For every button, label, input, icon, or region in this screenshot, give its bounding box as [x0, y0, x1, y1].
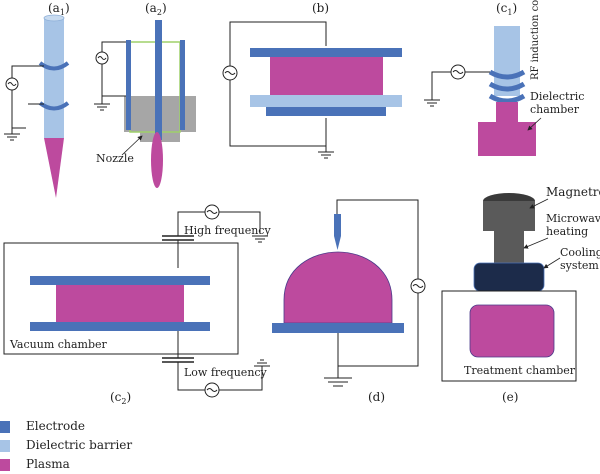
- e-waveguide: [494, 231, 524, 263]
- a1-ground: [4, 133, 20, 141]
- c2-ground-high: [252, 235, 268, 243]
- panel-d: (d): [272, 199, 426, 404]
- panel-d-label: (d): [368, 390, 385, 404]
- c1-ac-symbol: [452, 70, 464, 74]
- c2-low-freq-wire: [177, 362, 263, 391]
- a2-wire: [101, 41, 126, 97]
- a1-ac-symbol: [7, 82, 17, 86]
- panel-c2: High frequency Vacuum chamber Low freque…: [3, 204, 271, 406]
- d-needle-electrode: [334, 214, 341, 236]
- a2-nozzle-arrow: [121, 135, 143, 156]
- c1-coil-label: RF induction coil: [530, 0, 541, 80]
- d-ground: [324, 366, 352, 387]
- c2-plasma: [56, 285, 184, 322]
- legend-label-electrode: Electrode: [26, 419, 85, 433]
- a2-ac-symbol: [97, 56, 107, 60]
- c1-coil-turn-2: [488, 81, 526, 92]
- e-cooling-label-2: system: [560, 259, 599, 272]
- c1-dielectric-arrow: [527, 117, 542, 131]
- e-magnetron-label: Magnetron: [546, 185, 600, 199]
- e-treatment-chamber: [441, 290, 577, 382]
- panel-c2-label: (c2): [110, 390, 131, 406]
- a1-plasma-jet: [44, 138, 64, 198]
- c1-ground: [424, 99, 440, 107]
- legend-item-plasma: Plasma: [0, 457, 260, 473]
- legend-item-dielectric: Dielectric barrier: [0, 438, 260, 454]
- b-upper-electrode: [250, 48, 402, 57]
- a2-nozzle-label: Nozzle: [96, 152, 134, 165]
- a1-ring-electrode-upper: [38, 61, 70, 71]
- b-ground: [318, 146, 334, 159]
- a1-wire: [11, 65, 44, 134]
- panel-b: (b): [222, 1, 402, 159]
- panel-c1-label: (c1): [496, 1, 517, 17]
- c1-dielectric-label-1: Dielectric: [530, 90, 584, 103]
- e-plasma: [469, 304, 555, 358]
- c1-dielectric-label-2: chamber: [530, 103, 580, 116]
- c2-low-freq-symbol: [206, 388, 218, 392]
- a2-ground: [94, 96, 110, 111]
- legend-swatch-plasma: [0, 459, 10, 471]
- c1-plasma-neck: [496, 102, 518, 122]
- c2-ground-low: [254, 359, 270, 367]
- d-ac-symbol: [412, 284, 424, 288]
- b-wire: [229, 21, 327, 147]
- a1-dielectric-tube: [44, 18, 64, 138]
- c1-coil-turn-1: [488, 69, 526, 80]
- b-ac-symbol: [224, 71, 236, 75]
- c1-wire: [431, 71, 490, 100]
- c2-lower-electrode: [30, 322, 210, 331]
- panel-a2: (a2) Nozzle: [94, 1, 196, 188]
- c2-low-freq-label: Low frequency: [184, 366, 268, 379]
- e-microwave-arrow: [523, 237, 549, 249]
- legend-swatch-dielectric: [0, 440, 10, 452]
- a1-ring-electrode-lower: [38, 101, 70, 111]
- panel-a1-label: (a1): [48, 1, 70, 17]
- panel-e-label: (e): [502, 390, 518, 404]
- a2-plasma-plume: [151, 132, 163, 188]
- e-cooling-arrow: [543, 257, 561, 269]
- e-magnetron: [483, 201, 535, 231]
- legend-swatch-electrode: [0, 421, 10, 433]
- a1-tube-top: [43, 14, 65, 22]
- a2-outer-electrode-left: [126, 40, 131, 130]
- e-microwave-label-2: heating: [546, 225, 588, 238]
- b-plasma: [270, 57, 383, 95]
- e-cooling-system: [473, 262, 545, 292]
- e-cooling-label-1: Cooling: [560, 246, 600, 259]
- c1-dielectric-chamber: [494, 26, 520, 96]
- e-magnetron-arrow: [529, 198, 549, 209]
- e-microwave-label-1: Microwave: [546, 212, 600, 225]
- c2-vacuum-chamber: [3, 242, 239, 355]
- c1-plasma-chamber: [478, 122, 536, 156]
- b-lower-electrode: [266, 107, 386, 116]
- c2-high-freq-label: High frequency: [184, 224, 271, 237]
- c1-coil-turn-3: [488, 93, 526, 104]
- panel-c1: (c1) RF induction coil Dielectric chambe…: [424, 0, 584, 156]
- panel-a2-label: (a2): [145, 1, 167, 17]
- b-dielectric-barrier: [250, 95, 402, 107]
- panel-e: Treatment chamber Magnetron Microwave he…: [441, 185, 600, 404]
- d-plasma-dome: [283, 251, 393, 324]
- legend-label-dielectric: Dielectric barrier: [26, 438, 133, 452]
- a2-center-electrode: [155, 20, 162, 140]
- c2-vacuum-label: Vacuum chamber: [9, 338, 108, 351]
- legend-item-electrode: Electrode: [0, 419, 260, 435]
- e-treatment-label: Treatment chamber: [464, 364, 576, 377]
- panel-b-label: (b): [312, 1, 329, 15]
- panel-a1: (a1): [4, 1, 70, 198]
- c2-high-freq-symbol: [206, 210, 218, 214]
- d-needle-tip: [334, 236, 341, 250]
- legend-label-plasma: Plasma: [26, 457, 70, 471]
- a2-outer-electrode-right: [180, 40, 185, 130]
- c2-upper-electrode: [30, 276, 210, 285]
- d-lower-electrode: [272, 323, 404, 333]
